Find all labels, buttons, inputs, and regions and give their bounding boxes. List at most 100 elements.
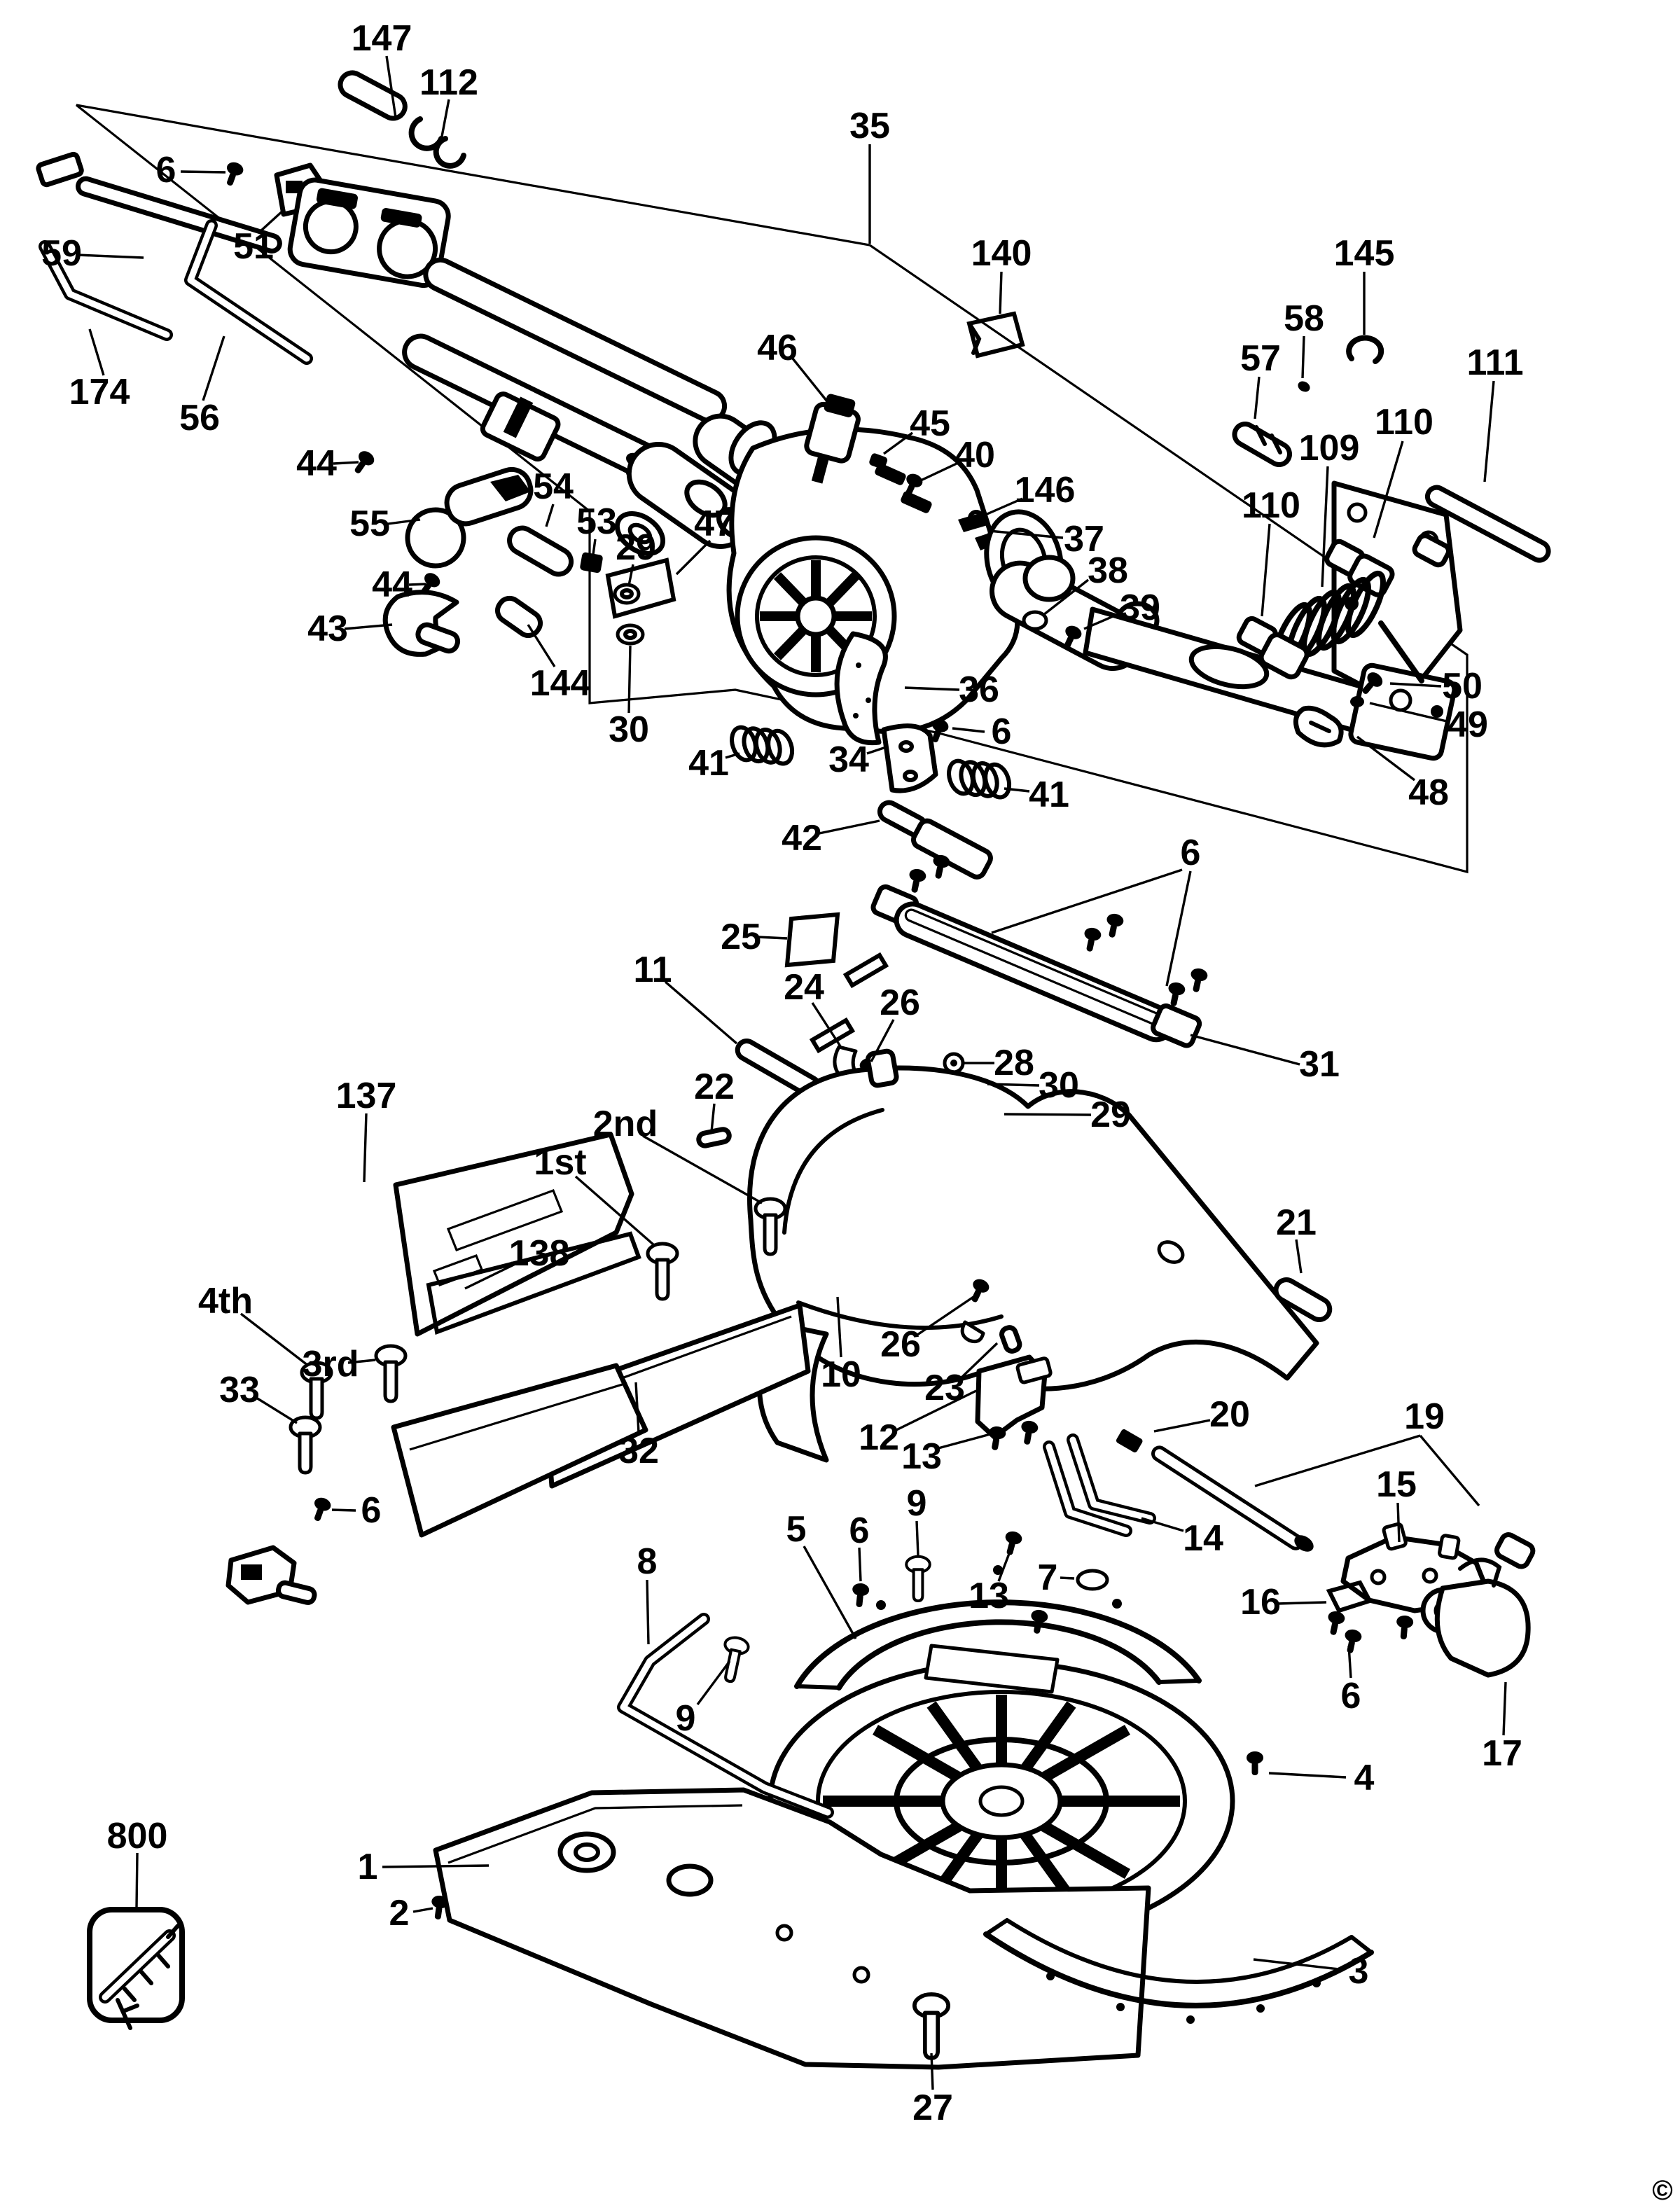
part-label-33: 33 xyxy=(219,1370,260,1410)
part-label-3rd: 3rd xyxy=(303,1344,359,1384)
part-label-38: 38 xyxy=(1088,550,1128,591)
leader-line xyxy=(1369,702,1448,723)
oring-7 xyxy=(1076,1569,1109,1591)
spring-41b xyxy=(945,747,1013,810)
part-label-6: 6 xyxy=(992,711,1012,752)
spring-41a xyxy=(728,714,796,777)
part-label-6: 6 xyxy=(156,150,176,190)
cap-19 xyxy=(1494,1532,1536,1569)
part-label-20: 20 xyxy=(1209,1394,1250,1435)
leader-line xyxy=(347,1359,376,1364)
rod-19 xyxy=(1151,1445,1304,1550)
part-label-110: 110 xyxy=(1375,402,1433,443)
leader-line xyxy=(1301,335,1305,379)
part-label-31: 31 xyxy=(1299,1044,1340,1085)
part-label-15: 15 xyxy=(1376,1464,1417,1505)
part-label-110: 110 xyxy=(1242,485,1300,526)
leader-line xyxy=(76,254,144,259)
leader-line xyxy=(987,1083,1040,1087)
leader-line xyxy=(408,583,426,586)
leader-line xyxy=(664,980,738,1045)
part-label-6: 6 xyxy=(1181,833,1201,873)
leader-line xyxy=(675,539,711,576)
leader-line xyxy=(202,335,225,401)
part-label-11: 11 xyxy=(634,950,672,990)
part-label-16: 16 xyxy=(1240,1582,1281,1623)
bolt-3rd xyxy=(376,1346,405,1401)
leader-line xyxy=(836,1296,842,1358)
shim-a xyxy=(809,1017,856,1054)
leader-line xyxy=(983,497,1023,517)
part-label-13: 13 xyxy=(901,1436,942,1477)
part-label-55: 55 xyxy=(349,504,390,544)
part-label-42: 42 xyxy=(782,818,822,859)
washer-29a xyxy=(613,583,641,605)
part-label-140: 140 xyxy=(971,233,1032,274)
part-label-44: 44 xyxy=(372,564,412,605)
leader-line xyxy=(1502,1681,1507,1736)
leader-line xyxy=(866,745,889,755)
part-label-29: 29 xyxy=(1090,1095,1131,1135)
leader-line xyxy=(920,462,957,482)
leader-line xyxy=(646,1579,650,1645)
part-label-44: 44 xyxy=(296,443,337,484)
bolt-33 xyxy=(291,1417,320,1473)
leader-line xyxy=(1389,682,1442,688)
part-label-25: 25 xyxy=(721,917,761,957)
leader-line xyxy=(1396,1502,1401,1543)
leader-line xyxy=(952,727,985,733)
part-label-9: 9 xyxy=(676,1698,696,1739)
part-label-39: 39 xyxy=(1120,588,1160,628)
leader-line xyxy=(696,1660,731,1706)
screw-6c xyxy=(1324,1609,1347,1637)
leader-line xyxy=(858,1547,862,1582)
pin-21 xyxy=(1273,1277,1333,1322)
leader-line xyxy=(592,539,597,555)
leader-line xyxy=(1419,1434,1480,1507)
leader-line xyxy=(1141,1517,1184,1532)
bolt-144 xyxy=(495,595,543,638)
part-label-46: 46 xyxy=(757,328,798,368)
leader-line xyxy=(574,1175,655,1247)
rod-59-hook xyxy=(36,151,84,188)
leader-line xyxy=(385,55,397,118)
washer-30a xyxy=(616,623,645,646)
leader-line xyxy=(634,1382,640,1433)
clip-26b xyxy=(960,1320,985,1344)
leader-line xyxy=(627,564,634,586)
part-label-©: © xyxy=(1652,2175,1672,2206)
leader-line xyxy=(819,819,880,835)
part-label-56: 56 xyxy=(179,398,220,438)
gasket-140 xyxy=(966,311,1025,359)
leader-line xyxy=(333,461,359,465)
inset-box-800 xyxy=(87,1907,185,2023)
nut-49 xyxy=(1350,696,1364,707)
pin-57 xyxy=(1232,422,1292,467)
leader-line xyxy=(1347,1645,1352,1679)
part-label-19: 19 xyxy=(1404,1396,1445,1437)
part-label-146: 146 xyxy=(1015,470,1076,511)
leader-line xyxy=(1254,376,1261,419)
bolt-1st xyxy=(648,1244,677,1299)
leader-line xyxy=(1165,870,1192,987)
leader-line xyxy=(904,686,960,691)
plate-138 xyxy=(426,1231,641,1335)
switch-46 xyxy=(804,394,861,484)
leader-line xyxy=(959,1342,999,1380)
part-label-22: 22 xyxy=(694,1067,735,1107)
leader-line xyxy=(930,2053,934,2090)
screw-13b xyxy=(1001,1529,1024,1557)
leader-line xyxy=(1261,523,1271,617)
part-label-111: 111 xyxy=(1466,342,1523,383)
part-label-36: 36 xyxy=(959,669,999,710)
leader-line xyxy=(256,1396,298,1424)
part-label-59: 59 xyxy=(41,233,82,274)
screw-13a xyxy=(1018,1419,1039,1446)
leader-line xyxy=(412,1907,433,1913)
leader-line xyxy=(1295,1239,1303,1274)
leader-line xyxy=(725,752,740,759)
brush-guard-36 xyxy=(834,631,888,746)
part-label-6: 6 xyxy=(361,1490,382,1531)
leader-line xyxy=(1083,612,1120,630)
screw-6a xyxy=(221,160,246,188)
